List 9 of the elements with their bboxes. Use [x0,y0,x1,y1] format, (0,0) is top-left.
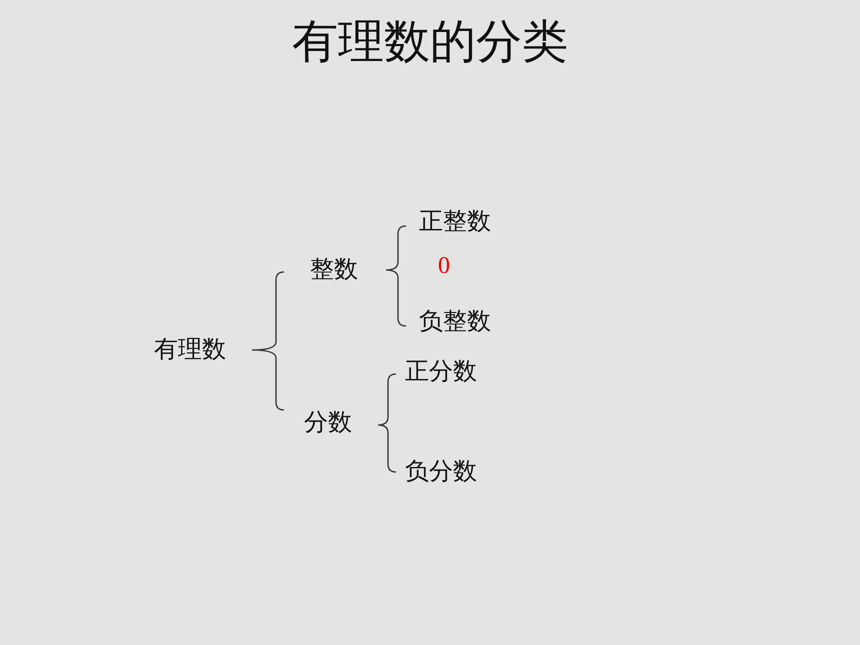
title: 有理数的分类 [292,14,568,68]
category-label: 负整数 [419,308,491,336]
category-label: 正整数 [419,208,491,236]
category-label: 分数 [304,409,352,437]
category-label: 有理数 [154,336,226,364]
number-label: 0 [438,252,450,280]
category-label: 负分数 [405,458,477,486]
category-label: 整数 [310,256,358,284]
category-label: 正分数 [405,358,477,386]
